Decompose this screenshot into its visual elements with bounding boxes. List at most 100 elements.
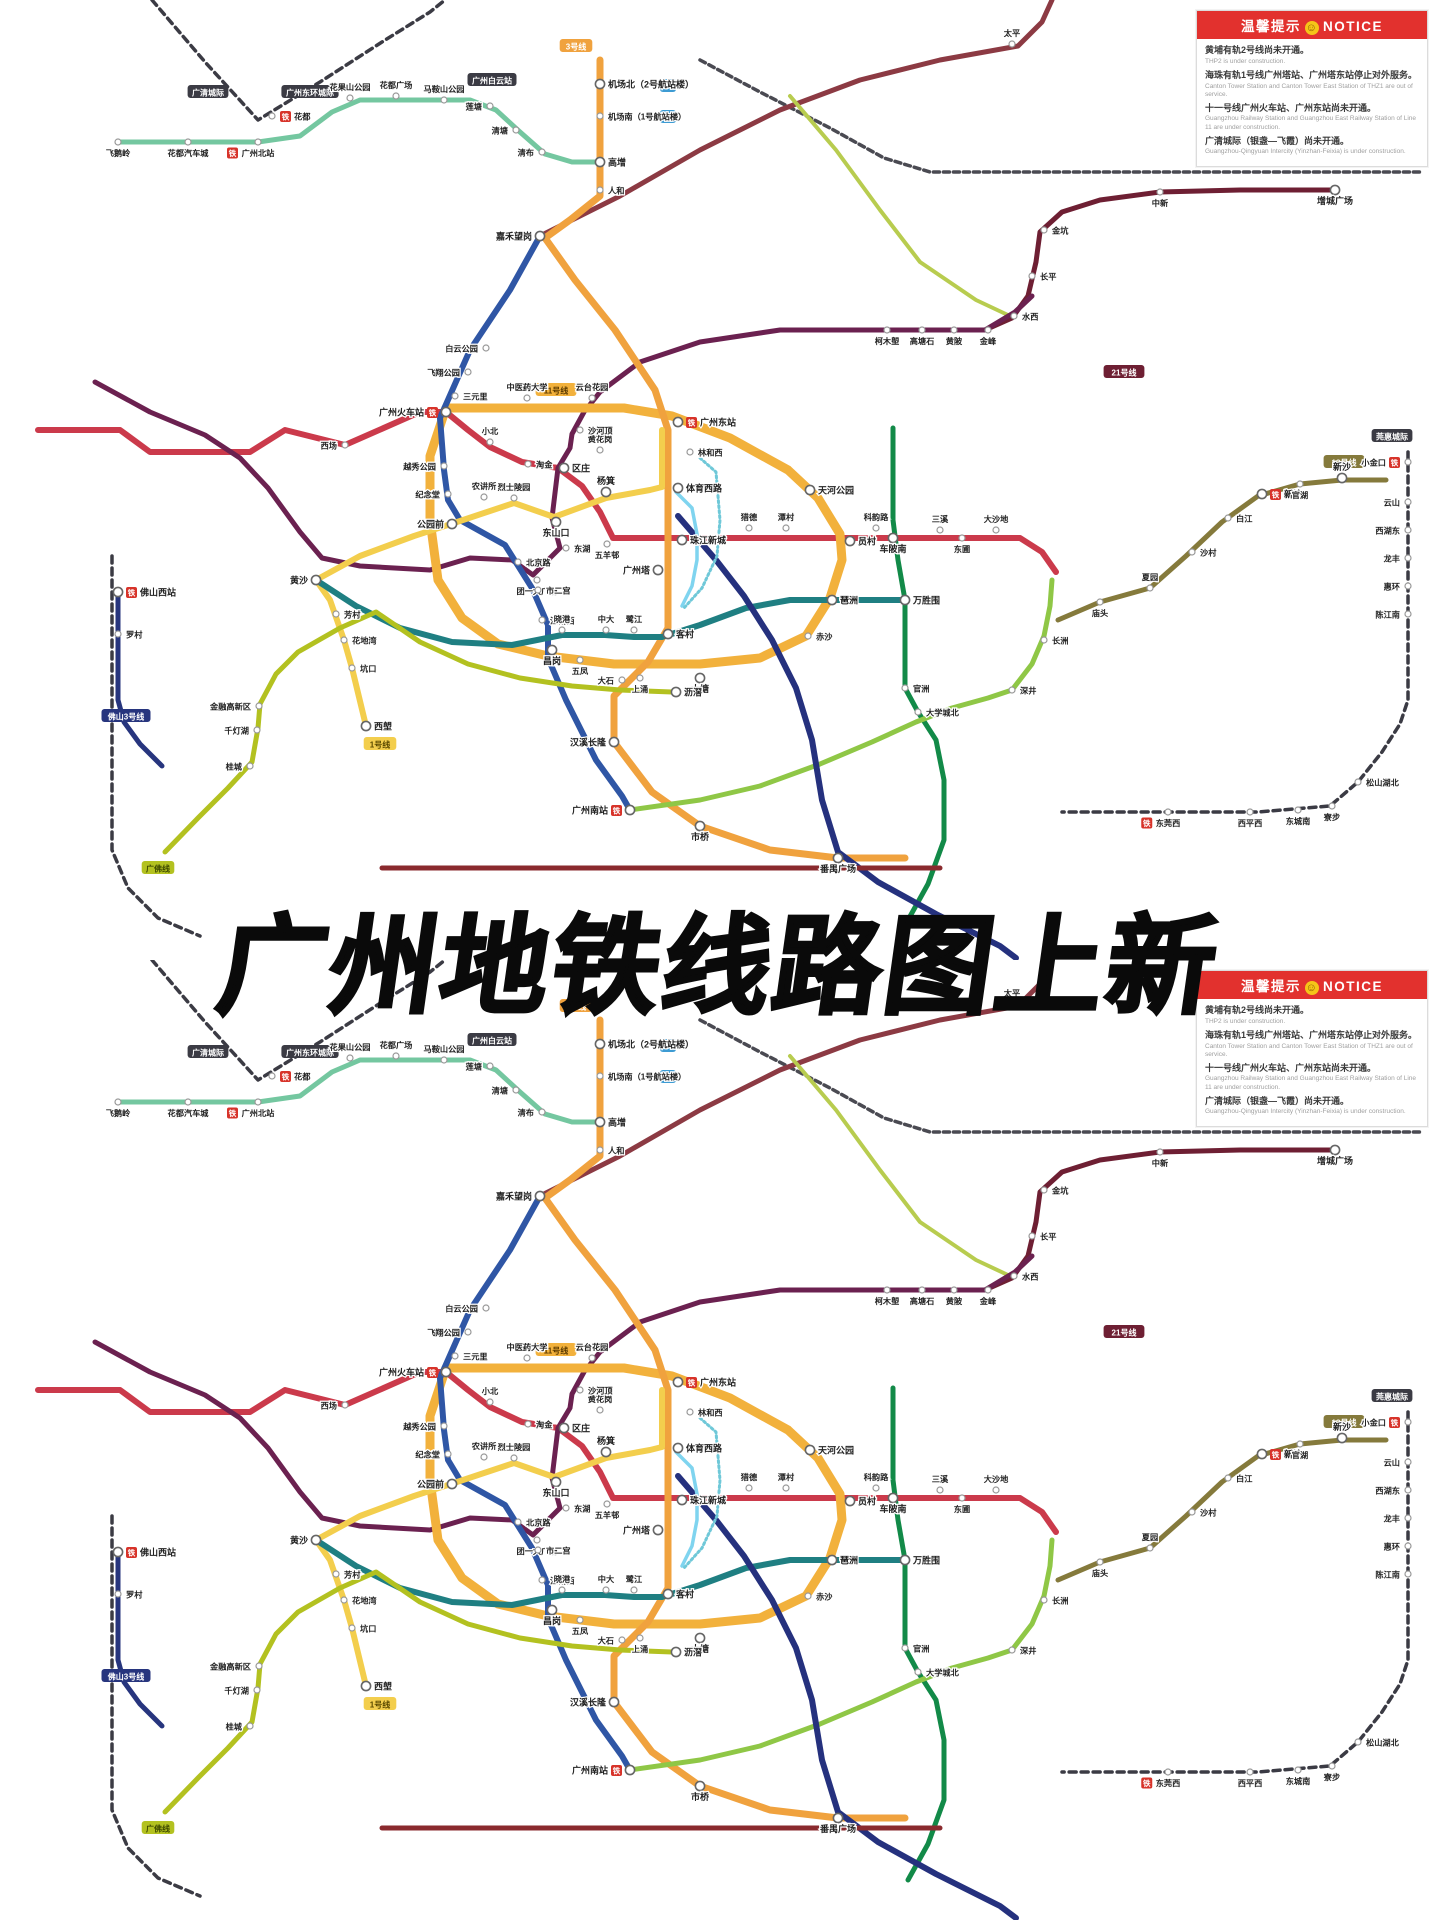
station-label: 东湖 <box>574 544 590 554</box>
station-label: 广州南站 <box>572 805 608 816</box>
station-label: 科韵路 <box>864 1472 889 1482</box>
station: 车陂南 <box>878 1492 908 1515</box>
station: 东山口 <box>541 1476 571 1499</box>
line-badge: ✈ <box>659 1070 677 1083</box>
station-label: 东城南 <box>1286 1776 1311 1786</box>
station-label: 官洲 <box>913 1644 929 1654</box>
svg-text:莞惠城际: 莞惠城际 <box>1375 432 1408 442</box>
station-label: 汉溪长隆 <box>570 1697 607 1708</box>
station: 客村 <box>662 627 695 641</box>
notice-item-zh: 海珠有轨1号线广州塔站、广州塔东站停止对外服务。 <box>1205 69 1418 80</box>
station-label: 花果山公园 <box>330 1042 371 1052</box>
station-label: 广州东站 <box>700 1377 736 1388</box>
station-label: 公园前 <box>417 519 444 530</box>
station: 白江 <box>1224 1472 1254 1485</box>
station: 水西 <box>1010 1270 1040 1283</box>
svg-text:铁: 铁 <box>613 1766 621 1776</box>
station-label: 东莞西 <box>1156 818 1181 828</box>
metro-line-gq-intercity <box>150 960 447 1082</box>
station: 惠环 <box>1382 1540 1412 1553</box>
station-label: 淘金 <box>536 460 553 470</box>
station-label: 东莞西 <box>1156 1778 1181 1788</box>
station-label: 柯木塱 <box>875 336 900 346</box>
station: 花果山公园 <box>328 81 372 102</box>
railway-icon: 铁 <box>427 1367 438 1378</box>
station: 官湖 <box>1291 1440 1309 1461</box>
station-label: 沙河顶 <box>588 1386 613 1396</box>
notice-item-en: Guangzhou-Qingyuan Intercity (Yinzhan-Fe… <box>1205 148 1406 156</box>
metro-line-line8 <box>313 577 908 648</box>
station-label: 烈士陵园 <box>498 1442 531 1452</box>
station-label: 三溪 <box>932 514 949 524</box>
station: 人和 <box>596 1144 626 1157</box>
metro-line-apm <box>674 1450 699 1568</box>
station: 东湖 <box>562 1502 592 1515</box>
station-label: 陈江南 <box>1375 610 1400 620</box>
station-label: 清塘 <box>492 126 508 136</box>
station: 机场南（1号航站楼） <box>596 110 688 123</box>
station: 三元里 <box>451 1351 489 1363</box>
station: 黄陂 <box>945 1286 964 1307</box>
station: 花地湾 <box>340 1594 379 1607</box>
station-label: 五羊邨 <box>595 1510 620 1520</box>
station-label: 新塘 <box>1284 489 1302 500</box>
station: 飞翔公园 <box>426 366 472 379</box>
station-label: 庙头 <box>1092 608 1108 618</box>
station: 区庄 <box>558 461 591 475</box>
station-label: 花地湾 <box>352 1596 377 1606</box>
station: 飞鹅岭 <box>104 1098 132 1119</box>
svg-text:莞惠城际: 莞惠城际 <box>1375 1392 1408 1402</box>
station-label: 农讲所 <box>471 481 497 491</box>
station: 深井 <box>1008 684 1038 697</box>
station-label: 大石 <box>598 676 614 686</box>
railway-icon: 铁 <box>1270 489 1281 500</box>
station: 昌岗 <box>542 1604 562 1627</box>
line-badge: ✈ <box>659 110 677 123</box>
station: 五凤 <box>571 1616 590 1637</box>
station-label: 新塘 <box>1284 1449 1302 1460</box>
station: 体育西路 <box>672 481 724 495</box>
station-label: 大塘 <box>691 1643 709 1654</box>
metro-line-line4 <box>890 425 947 923</box>
station-label: 千灯湖 <box>224 726 249 736</box>
station-label: 新沙 <box>1333 1421 1351 1432</box>
station: 西平西 <box>1236 1768 1264 1789</box>
station: 西塱 <box>360 719 393 733</box>
station: 寮步 <box>1322 802 1341 823</box>
station: 铁佛山西站 <box>112 1545 177 1559</box>
station-label: 东湖 <box>574 1504 590 1514</box>
station-label: 白云公园 <box>445 344 478 354</box>
station: 高塘石 <box>908 1286 936 1307</box>
station: 人和 <box>596 184 626 197</box>
line-badge: 21号线 <box>1103 1325 1145 1338</box>
station: 大沙地 <box>982 513 1010 534</box>
station-label: 清塘 <box>492 1086 508 1096</box>
metro-line-guangfo <box>162 1569 675 1815</box>
notice-item-en: Canton Tower Station and Canton Tower Ea… <box>1205 82 1413 98</box>
station: 金坑 <box>1040 1184 1070 1197</box>
station: 汉溪长隆 <box>569 1695 620 1709</box>
notice-item-en: THP2 is under construction. <box>1205 1017 1286 1025</box>
station: 花果山公园 <box>328 1041 372 1062</box>
notice-item-en: Canton Tower Station and Canton Tower Ea… <box>1205 1042 1413 1058</box>
station: 西塱 <box>360 1679 393 1693</box>
railway-icon: 铁 <box>227 147 238 159</box>
station-label: 小北 <box>481 1386 499 1396</box>
station-label: 番禺广场 <box>819 1823 856 1834</box>
station-label: 杨箕 <box>597 475 615 486</box>
metro-line-gz-intercity-left <box>110 554 202 938</box>
station: 金融高新区 <box>208 1660 263 1673</box>
station: 柯木塱 <box>873 326 901 347</box>
svg-text:✈: ✈ <box>665 1074 672 1083</box>
station-label: 市桥 <box>691 831 710 842</box>
station-label: 官湖 <box>1292 490 1308 500</box>
station: 大塘 <box>690 672 710 695</box>
station-label: 广州火车站 <box>379 1367 424 1378</box>
station: 桂城 <box>223 760 254 773</box>
station-label: 珠江新城 <box>690 1495 726 1506</box>
station-label: 车陂南 <box>879 543 906 554</box>
line-badge: 广清城际 <box>187 85 229 98</box>
station-label: 西平西 <box>1238 819 1263 828</box>
